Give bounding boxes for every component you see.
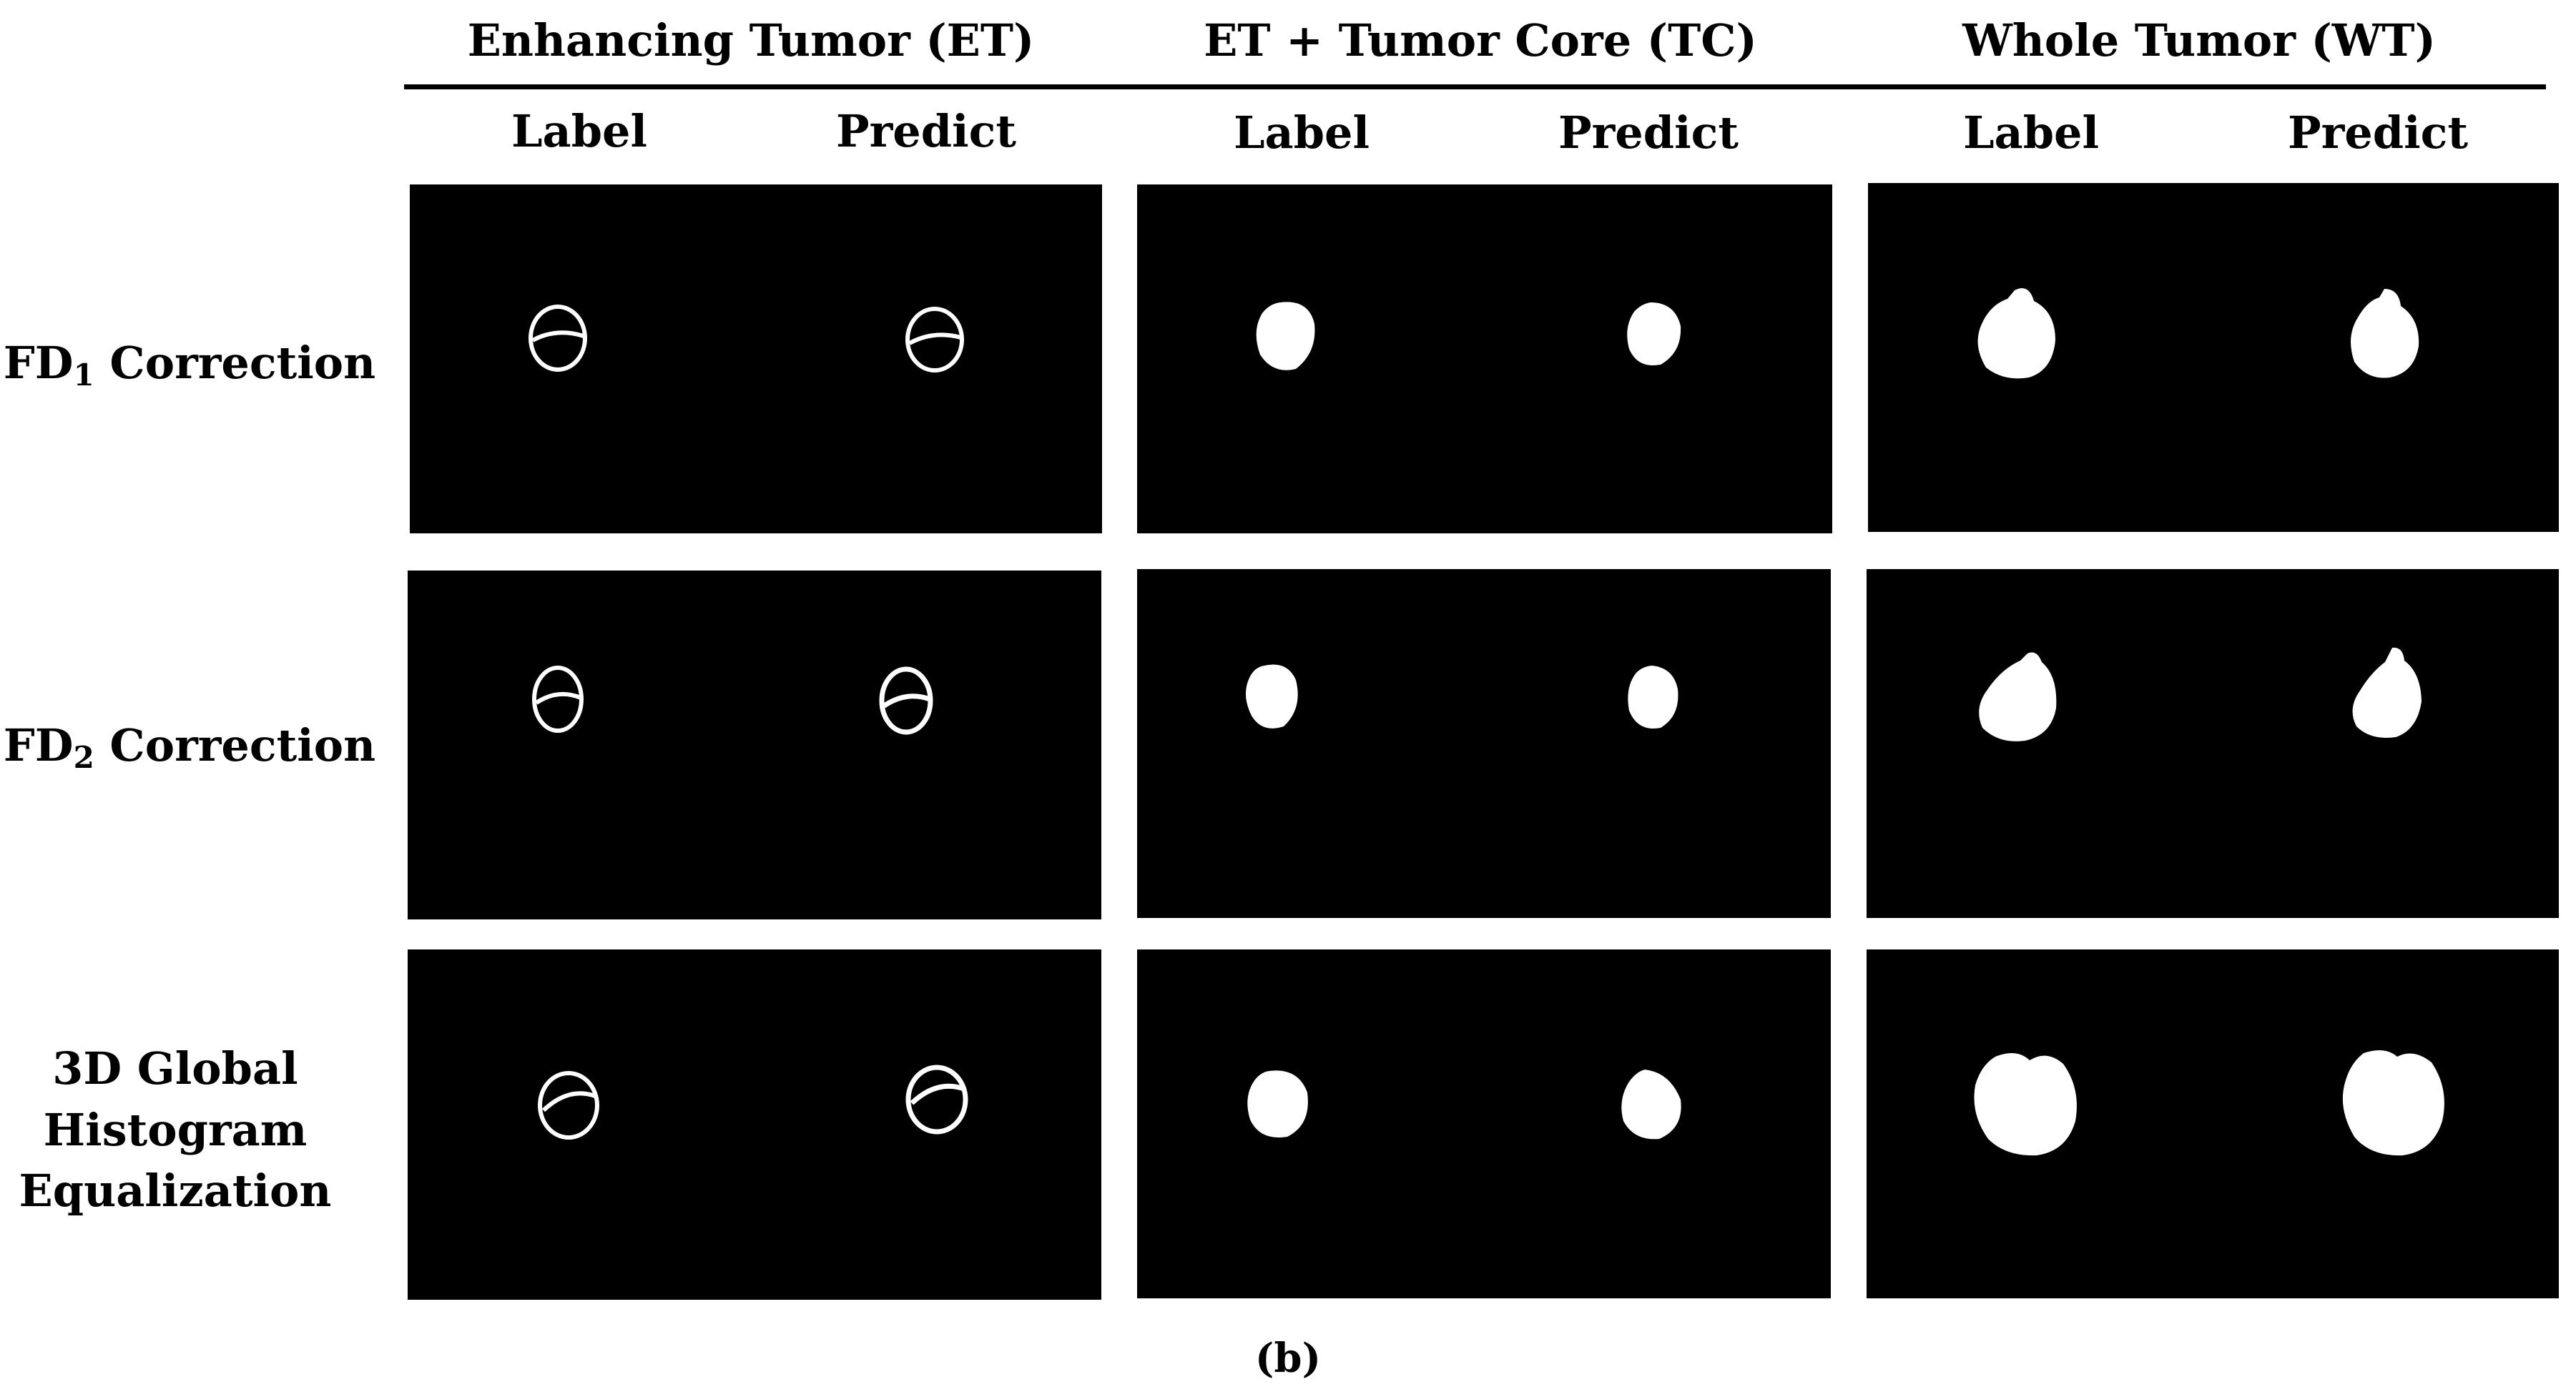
et-label-mask xyxy=(529,305,587,372)
wt-predict-mask-2 xyxy=(2352,647,2422,738)
subheader-wt-label: Label xyxy=(1962,107,2100,159)
et-label-mask-2 xyxy=(532,666,584,733)
et-predict-mask-3 xyxy=(905,1065,968,1135)
subheader-tc-predict: Predict xyxy=(1558,107,1739,159)
subheader-et-predict: Predict xyxy=(835,105,1017,157)
et-label-mask-3 xyxy=(538,1071,599,1140)
mask-panel-3d-tc xyxy=(1137,949,1831,1298)
row-label-3d-histogram: 3D Global Histogram Equalization xyxy=(19,1042,332,1218)
et-predict-mask-2 xyxy=(879,666,933,735)
header-rule xyxy=(404,84,2546,89)
mask-panel-fd2-tc xyxy=(1137,569,1831,918)
tc-label-mask-2 xyxy=(1245,664,1298,729)
header-tumor-core: ET + Tumor Core (TC) xyxy=(1204,14,1757,66)
tc-predict-mask xyxy=(1627,302,1681,366)
wt-predict-mask-3 xyxy=(2342,1050,2444,1156)
wt-label-mask xyxy=(1977,288,2055,379)
mask-panel-fd2-wt xyxy=(1867,569,2559,918)
tc-predict-mask-3 xyxy=(1621,1070,1681,1140)
header-enhancing-tumor: Enhancing Tumor (ET) xyxy=(467,14,1035,66)
wt-predict-mask xyxy=(2351,289,2419,378)
tc-label-mask xyxy=(1256,302,1315,370)
row-label-fd2: FD2 Correction xyxy=(3,719,376,775)
et-predict-mask xyxy=(905,307,964,372)
mask-panel-fd2-et xyxy=(408,571,1101,919)
row-label-fd1: FD1 Correction xyxy=(3,337,376,393)
mask-panel-3d-et xyxy=(408,949,1101,1300)
tc-label-mask-3 xyxy=(1247,1070,1308,1137)
subheader-et-label: Label xyxy=(511,105,648,157)
subheader-wt-predict: Predict xyxy=(2287,107,2469,159)
subheader-tc-label: Label xyxy=(1233,107,1370,159)
mask-panel-fd1-wt xyxy=(1868,183,2559,532)
tc-predict-mask-2 xyxy=(1628,666,1678,729)
wt-label-mask-3 xyxy=(1974,1053,2077,1156)
mask-panel-fd1-et xyxy=(410,184,1102,533)
wt-label-mask-2 xyxy=(1979,652,2057,741)
mask-panel-3d-wt xyxy=(1867,949,2559,1298)
figure-caption: (b) xyxy=(1254,1335,1322,1382)
header-whole-tumor: Whole Tumor (WT) xyxy=(1962,14,2436,66)
mask-panel-fd1-tc xyxy=(1137,184,1832,533)
